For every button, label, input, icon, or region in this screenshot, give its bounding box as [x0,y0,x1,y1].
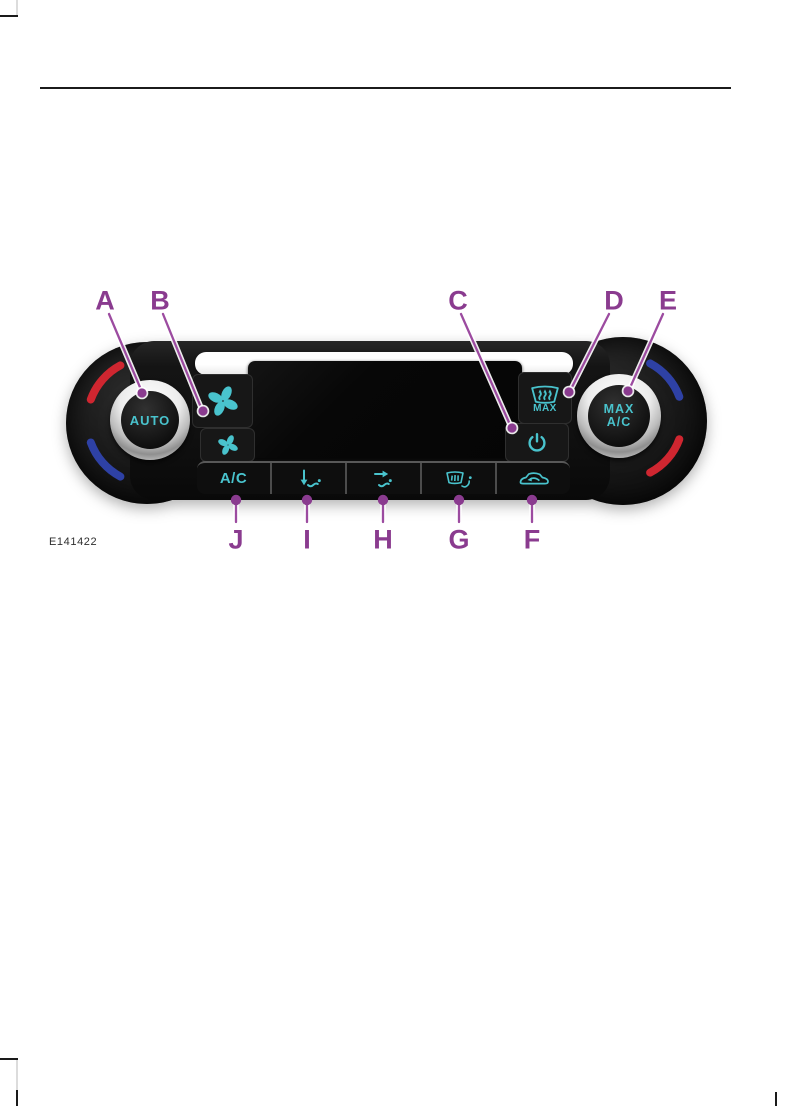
windscreen-defrost-max-icon [531,385,559,404]
max-ac-knob-label-line2: A/C [606,415,632,429]
callout-letter-e: E [658,285,678,316]
crop-mark-bottom-right-vertical [775,1092,777,1106]
callout-letter-j: J [228,524,244,555]
header-rule [40,87,731,89]
power-icon [528,432,546,452]
figure-code: E141422 [49,536,98,548]
auto-temperature-knob: AUTO [110,380,190,460]
max-ac-knob: MAX A/C [577,374,661,458]
footwell-vent-button [270,463,345,494]
crop-mark-bottom-left-horizontal [0,1058,18,1060]
crop-mark-bottom-left-vertical-light [16,1060,18,1090]
fan-icon [217,435,238,455]
panel-vent-icon [373,470,392,487]
bottom-button-row: A/C [197,461,570,494]
auto-knob-face: AUTO [121,391,179,449]
recirculation-car-icon [519,471,549,484]
crop-mark-top-left-vertical [16,0,18,16]
footwell-vent-icon [300,469,321,487]
fan-decrease-button [200,428,255,462]
crop-mark-top-left-horizontal [0,15,18,17]
fan-increase-button [192,374,253,428]
callout-letter-d: D [604,285,624,316]
recirculation-button [495,463,570,494]
ac-button-label: A/C [219,470,248,487]
callout-letter-b: B [150,285,170,316]
callout-letter-i: I [303,524,311,555]
max-ac-knob-face: MAX A/C [588,385,650,447]
auto-knob-label: AUTO [129,412,171,428]
max-defrost-button: MAX [518,372,572,424]
max-ac-knob-label-line1: MAX [603,402,635,416]
callout-letter-g: G [448,524,470,555]
fan-icon [207,386,238,416]
windscreen-defrost-icon [445,470,472,488]
callout-letter-a: A [95,285,115,316]
ac-button: A/C [197,463,270,494]
power-button [505,423,569,462]
panel-vent-button [345,463,420,494]
display-screen [248,361,522,458]
crop-mark-bottom-left-vertical-dark [16,1090,18,1106]
windscreen-defrost-button [420,463,495,494]
max-defrost-label: MAX [533,403,557,414]
callout-letter-h: H [373,524,393,555]
callout-letter-c: C [448,285,468,316]
callout-letter-f: F [523,524,541,555]
